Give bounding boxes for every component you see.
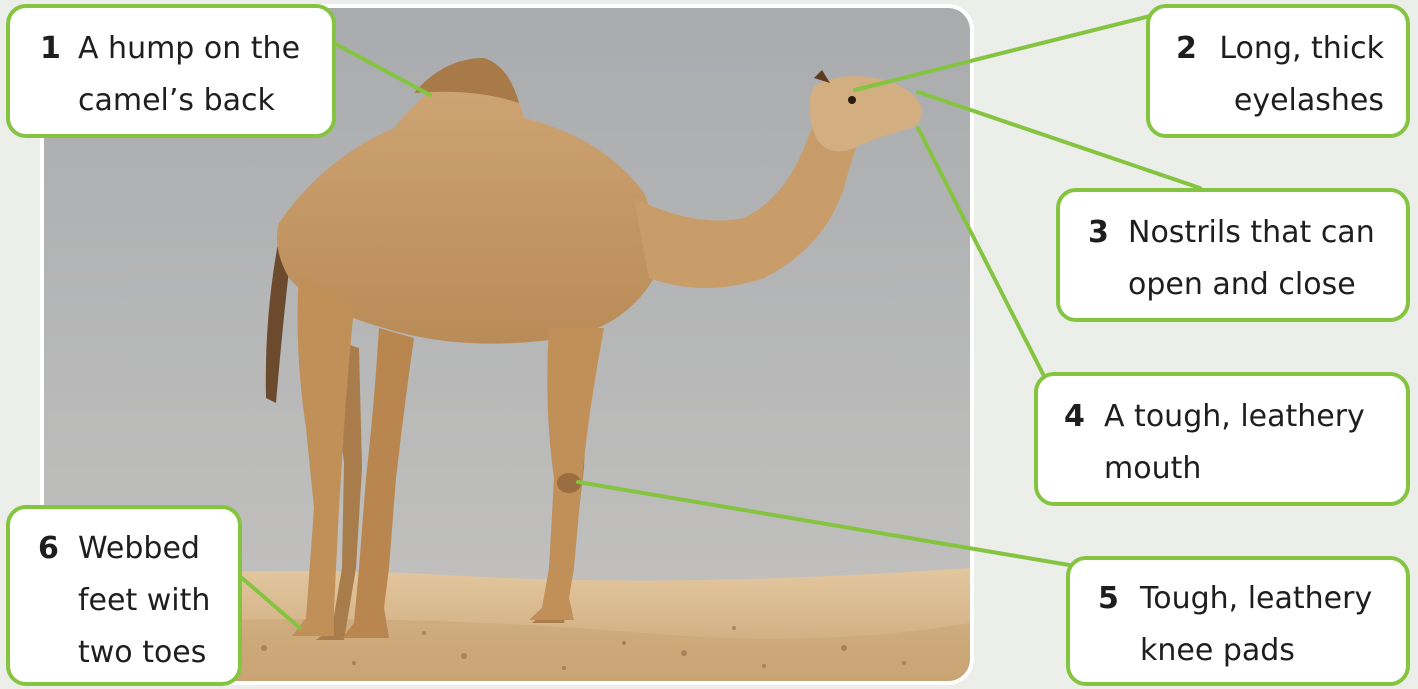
label-knee-pads: 5 Tough, leathery knee pads [1066, 556, 1410, 686]
label-text: Webbed feet with two toes [78, 523, 210, 679]
label-nostrils: 3 Nostrils that can open and close [1056, 188, 1410, 322]
label-text: A hump on the camel’s back [78, 23, 300, 127]
label-mouth: 4 A tough, leathery mouth [1034, 372, 1410, 506]
label-hump: 1 A hump on the camel’s back [6, 4, 336, 138]
label-number: 5 [1098, 573, 1119, 625]
label-number: 2 [1176, 23, 1197, 75]
label-number: 3 [1088, 207, 1109, 259]
leader-line-2 [855, 16, 1150, 90]
leader-line-5 [578, 482, 1075, 566]
label-number: 4 [1064, 391, 1085, 443]
label-number: 1 [40, 23, 61, 75]
label-webbed-feet: 6 Webbed feet with two toes [6, 505, 242, 686]
label-text: Nostrils that can open and close [1128, 207, 1375, 311]
label-number: 6 [38, 523, 59, 575]
label-text: A tough, leathery mouth [1104, 391, 1365, 495]
label-text: Tough, leathery knee pads [1140, 573, 1372, 677]
leader-line-6 [242, 578, 300, 628]
label-eyelashes: 2 Long, thick eyelashes [1146, 4, 1410, 138]
label-text: Long, thick eyelashes [1219, 23, 1384, 127]
leader-line-1 [332, 42, 430, 95]
leader-line-4 [918, 128, 1045, 378]
